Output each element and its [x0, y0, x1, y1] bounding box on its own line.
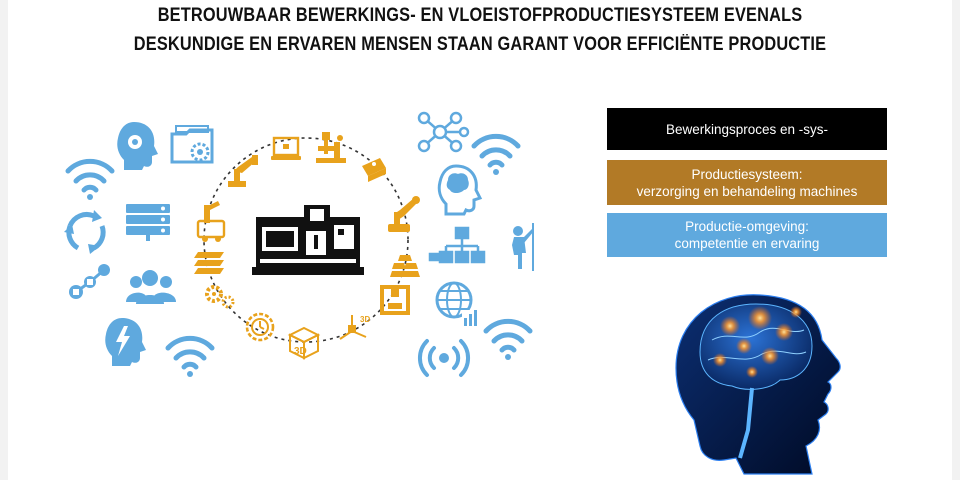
welding-robot-icon	[316, 132, 346, 163]
title-line-1: BETROUWBAAR BEWERKINGS- EN VLOEISTOFPROD…	[157, 5, 803, 26]
title-line-2: DESKUNDIGE EN ERVAREN MENSEN STAAN GARAN…	[133, 34, 827, 55]
legend-production-system-title: Productiesysteem:	[691, 166, 803, 182]
network-icon	[417, 111, 470, 153]
broadcast-icon	[417, 339, 471, 377]
robot-arm-icon	[388, 196, 420, 232]
warehouse-robot-icon	[196, 201, 226, 242]
head-lightning-icon	[105, 318, 146, 366]
hierarchy-icon	[428, 226, 486, 264]
legend-box-production-environment: Productie-omgeving: competentie en ervar…	[607, 213, 887, 257]
legend-production-environment-title: Productie-omgeving:	[685, 219, 809, 234]
dashed-ring	[203, 137, 409, 343]
recycle-arrows-icon	[64, 210, 106, 254]
team-icon	[126, 270, 176, 304]
gears-icon	[205, 285, 235, 309]
industrial-robot-icon	[228, 155, 258, 187]
globe-chart-icon	[435, 281, 478, 326]
legend-production-system-subtitle: verzorging en behandeling machines	[636, 183, 858, 199]
legend-box-production-system: Productiesysteem: verzorging en behandel…	[607, 160, 887, 205]
wifi-icon	[165, 335, 215, 377]
svg-text:3D: 3D	[360, 315, 370, 324]
person-signal-icon	[512, 223, 534, 271]
legend-production-environment-subtitle: competentie en ervaring	[674, 236, 820, 251]
wifi-icon	[471, 133, 521, 175]
computer-icon	[271, 136, 301, 160]
3d-cube-icon: 3D	[287, 326, 321, 360]
wifi-icon	[483, 318, 533, 360]
3d-printer-icon	[380, 285, 410, 315]
folder-gear-icon	[170, 125, 214, 164]
svg-text:3D: 3D	[294, 346, 307, 357]
growth-chart-icon	[69, 264, 110, 299]
server-icon	[126, 204, 170, 241]
3d-axes-icon: 3D	[339, 315, 370, 340]
glowing-brain-head-image	[660, 290, 850, 475]
legend-process-label: Bewerkingsproces en -sys-	[665, 121, 829, 137]
head-gear-icon	[117, 122, 158, 170]
brain-head-icon	[437, 164, 483, 216]
wifi-icon	[65, 158, 115, 200]
gold-bars-icon	[390, 255, 420, 277]
cnc-machine-icon	[252, 205, 364, 275]
legend-box-process: Bewerkingsproces en -sys-	[607, 108, 887, 150]
clock-gear-icon	[245, 312, 275, 342]
lathe-icon	[362, 158, 386, 182]
sheet-stack-icon	[194, 252, 224, 274]
